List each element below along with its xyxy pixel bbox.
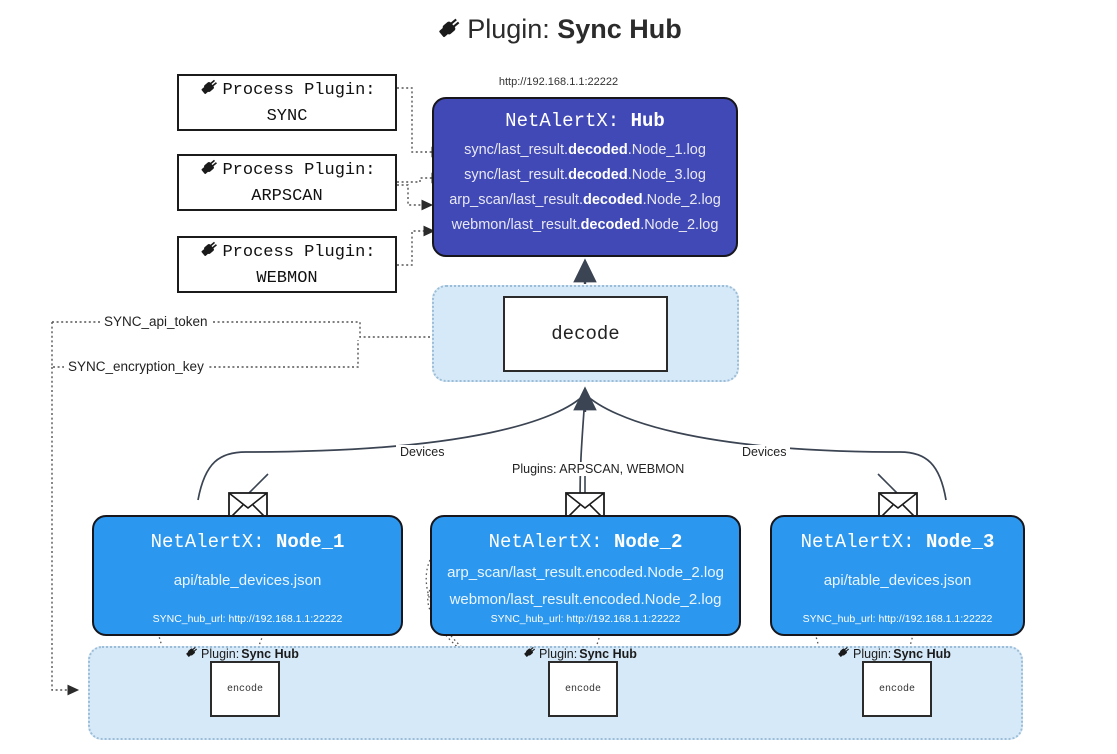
hub-title-name: Hub [630, 110, 665, 132]
hub-log-line: webmon/last_result.decoded.Node_2.log [451, 217, 719, 233]
process-plugin-box-arpscan[interactable]: Process Plugin: ARPSCAN [177, 154, 397, 211]
sync-encryption-key-label: SYNC_encryption_key [64, 359, 208, 374]
edge-label-plugins: Plugins: ARPSCAN, WEBMON [508, 462, 689, 476]
node-line-list: arp_scan/last_result.encoded.Node_2.log … [432, 559, 739, 613]
process-plugin-name: ARPSCAN [251, 186, 323, 206]
node-title-prefix: NetAlertX: [800, 531, 915, 553]
encode-plugin-prefix: Plugin: [853, 646, 892, 661]
hub-box[interactable]: NetAlertX: Hub sync/last_result.decoded.… [432, 97, 738, 257]
encode-plugin-name: Sync Hub [579, 646, 637, 661]
process-plugin-name: SYNC [266, 106, 308, 126]
node-footer: SYNC_hub_url: http://192.168.1.1:22222 [152, 613, 343, 625]
plug-icon [522, 645, 537, 662]
process-plugin-label: Process Plugin: [222, 242, 376, 262]
encode-box[interactable]: encode [548, 661, 618, 717]
hub-log-line: sync/last_result.decoded.Node_1.log [464, 142, 706, 158]
encode-plugin-label: Plugin: Sync Hub [522, 645, 637, 662]
encode-plugin-prefix: Plugin: [201, 646, 240, 661]
node-line: webmon/last_result.encoded.Node_2.log [449, 591, 722, 608]
plug-icon [836, 645, 851, 662]
sync-api-token-label: SYNC_api_token [100, 314, 212, 329]
encode-plugin-label: Plugin: Sync Hub [836, 645, 951, 662]
node-line-list: api/table_devices.json [94, 567, 401, 594]
encode-plugin-prefix: Plugin: [539, 646, 578, 661]
node-footer: SYNC_hub_url: http://192.168.1.1:22222 [490, 613, 681, 625]
node-line: arp_scan/last_result.encoded.Node_2.log [447, 564, 724, 581]
process-plugin-label: Process Plugin: [222, 160, 376, 180]
encode-box[interactable]: encode [210, 661, 280, 717]
node-title-name: Node_1 [276, 531, 345, 553]
envelope-icon [878, 492, 918, 520]
node-line: api/table_devices.json [823, 572, 972, 589]
node-title: NetAlertX: Node_1 [94, 531, 401, 553]
encode-plugin-name: Sync Hub [893, 646, 951, 661]
envelope-icon [565, 492, 605, 520]
process-plugin-label: Process Plugin: [222, 80, 376, 100]
decode-box[interactable]: decode [503, 296, 668, 372]
hub-log-line: arp_scan/last_result.decoded.Node_2.log [449, 192, 721, 208]
node-line: api/table_devices.json [173, 572, 322, 589]
hub-log-line: sync/last_result.decoded.Node_3.log [464, 167, 706, 183]
node-title-name: Node_2 [614, 531, 683, 553]
plug-icon [435, 15, 463, 48]
process-plugin-box-webmon[interactable]: Process Plugin: WEBMON [177, 236, 397, 293]
node-line-list: api/table_devices.json [772, 567, 1023, 594]
process-plugin-name: WEBMON [256, 268, 318, 288]
node-box-node-3[interactable]: NetAlertX: Node_3 api/table_devices.json… [770, 515, 1025, 636]
edge-label-devices-right: Devices [738, 445, 791, 459]
node-title-prefix: NetAlertX: [488, 531, 603, 553]
plug-icon [198, 239, 220, 268]
node-title: NetAlertX: Node_3 [772, 531, 1023, 553]
hub-title: NetAlertX: Hub [434, 110, 736, 132]
plug-icon [184, 645, 199, 662]
node-box-node-2[interactable]: NetAlertX: Node_2 arp_scan/last_result.e… [430, 515, 741, 636]
node-title-name: Node_3 [926, 531, 995, 553]
process-plugin-box-sync[interactable]: Process Plugin: SYNC [177, 74, 397, 131]
node-title-prefix: NetAlertX: [150, 531, 265, 553]
envelope-icon [228, 492, 268, 520]
plug-icon [198, 157, 220, 186]
node-title: NetAlertX: Node_2 [432, 531, 739, 553]
hub-title-prefix: NetAlertX: [505, 110, 620, 132]
plug-icon [198, 77, 220, 106]
page-title: Plugin: Sync Hub [0, 14, 1117, 48]
node-footer: SYNC_hub_url: http://192.168.1.1:22222 [802, 613, 993, 625]
edge-label-devices-left: Devices [396, 445, 449, 459]
node-box-node-1[interactable]: NetAlertX: Node_1 api/table_devices.json… [92, 515, 403, 636]
encode-plugin-name: Sync Hub [241, 646, 299, 661]
encode-plugin-label: Plugin: Sync Hub [184, 645, 299, 662]
hub-log-list: sync/last_result.decoded.Node_1.log sync… [434, 138, 736, 238]
hub-url-label: http://192.168.1.1:22222 [498, 76, 619, 88]
title-name: Sync Hub [557, 14, 682, 44]
encode-box[interactable]: encode [862, 661, 932, 717]
title-prefix: Plugin: [467, 14, 550, 44]
